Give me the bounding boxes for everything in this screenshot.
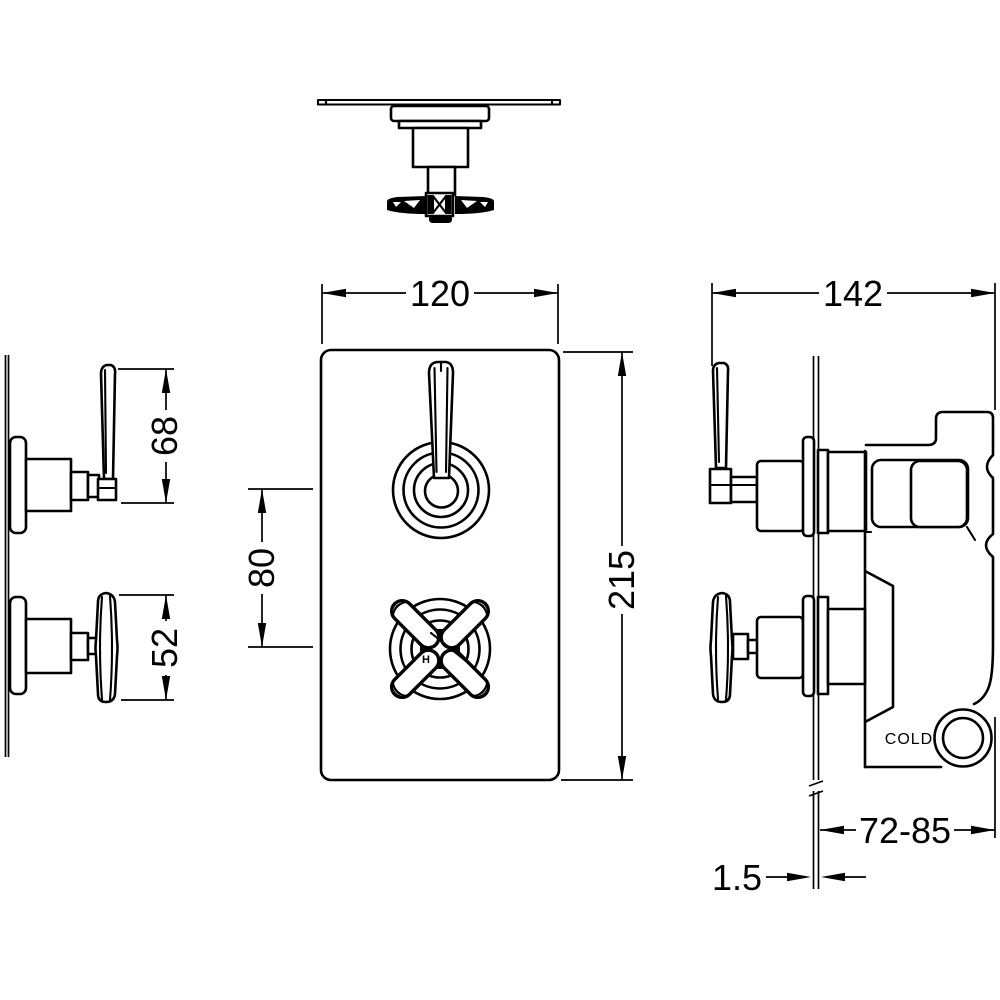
- top-plate-edge: [316, 98, 562, 106]
- dim-cross-projection: 52: [119, 594, 185, 701]
- lever-bulb: [423, 473, 460, 509]
- dim-plate-width: 120: [321, 273, 559, 344]
- right-cross-assembly: [709, 591, 867, 704]
- front-cross-control: H: [388, 597, 492, 701]
- dim-handle-centres: 80: [241, 488, 313, 648]
- svg-text:215: 215: [601, 550, 642, 610]
- top-handle-bar: [429, 215, 452, 223]
- right-cross-handle: [709, 591, 734, 704]
- left-plate-edge: [4, 355, 10, 757]
- svg-text:120: 120: [410, 273, 470, 314]
- top-view: [316, 98, 562, 223]
- svg-text:142: 142: [823, 273, 883, 314]
- front-plate: [319, 348, 561, 782]
- svg-text:72-85: 72-85: [859, 810, 951, 851]
- hot-marking-label: H: [422, 654, 430, 666]
- right-cross-body: [755, 615, 805, 680]
- right-cross-flange: [801, 594, 816, 698]
- cross-hub-diagonal: [429, 631, 468, 663]
- lever-blade: [427, 360, 455, 480]
- left-view-cross-unit: 52: [8, 591, 185, 704]
- dim-overall-depth: 142: [711, 273, 996, 410]
- left-side-views: 68 52: [4, 355, 185, 757]
- left-cross-handle: [94, 591, 119, 704]
- top-body: [411, 126, 470, 169]
- right-lever-body: [755, 459, 806, 533]
- rough-in-valve-body: COLD: [863, 410, 995, 769]
- front-lever-control: [391, 360, 491, 540]
- right-side-view: COLD 142 72-85 1.5: [708, 273, 996, 898]
- dim-recess-depth: 72-85: [820, 717, 996, 851]
- left-lever-blade: [99, 363, 117, 481]
- top-stem: [426, 165, 457, 197]
- dim-plate-thickness: 1.5: [712, 857, 866, 898]
- left-cross-body: [24, 617, 73, 675]
- top-flange: [389, 104, 491, 123]
- left-cross-flange: [8, 595, 28, 696]
- top-cross-handle: [387, 191, 494, 223]
- left-lever-body: [24, 457, 73, 513]
- cold-inlet-label: COLD: [885, 731, 933, 748]
- svg-text:52: 52: [144, 628, 185, 668]
- left-view-lever-unit: 68: [8, 363, 185, 535]
- dim-lever-projection: 68: [118, 368, 185, 504]
- thermostat-cone: [863, 569, 895, 724]
- svg-text:68: 68: [144, 416, 185, 456]
- svg-text:80: 80: [241, 548, 282, 588]
- front-view: H 120 215 80: [241, 273, 642, 782]
- right-lever-assembly: [708, 361, 868, 538]
- left-lever-flange: [8, 435, 28, 535]
- right-lever-flange: [801, 435, 816, 538]
- right-plate-edge: [808, 356, 824, 889]
- right-lever-blade: [711, 361, 730, 470]
- dim-plate-height: 215: [561, 351, 642, 781]
- svg-text:1.5: 1.5: [712, 857, 762, 898]
